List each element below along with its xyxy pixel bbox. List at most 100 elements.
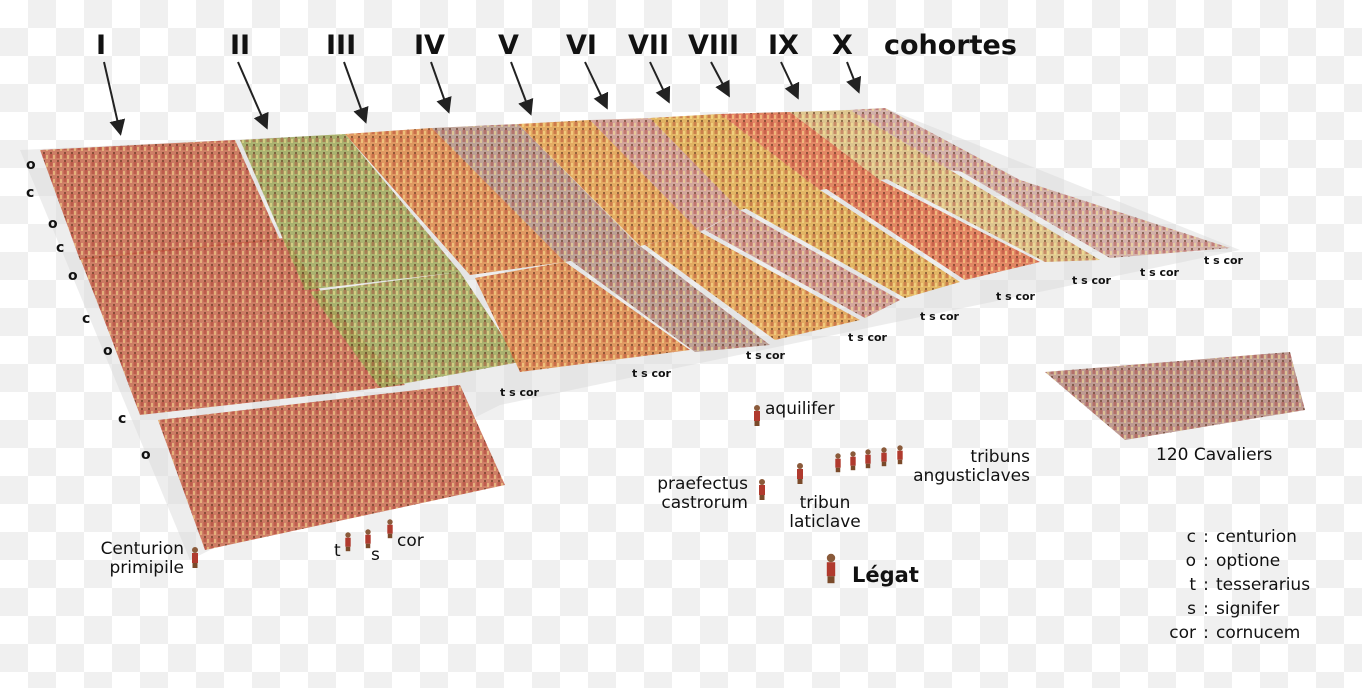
tribuns-line1: tribuns: [880, 448, 1030, 467]
signifer-figure-head: [365, 529, 370, 534]
tribun-laticlave-label: tribun laticlave: [780, 494, 870, 532]
praefectus-line2: castrorum: [628, 494, 748, 513]
legat-figure-body: [827, 562, 835, 576]
praefectus-figure-legs: [760, 495, 765, 500]
tribun-angusticlave-figure-3-legs: [866, 464, 871, 469]
tesserarius-figure-head: [345, 532, 350, 537]
signal-group-6: t s cor: [920, 310, 959, 323]
cohort-arrow-8: [711, 62, 728, 94]
signal-cornucem-label: cor: [397, 532, 424, 551]
cohort-numeral-6: VI: [566, 32, 597, 59]
cohort-arrow-6: [585, 62, 606, 106]
praefectus-figure: [759, 479, 765, 500]
tribun-angusticlave-figure-3-head: [865, 449, 870, 454]
rank-optione-4: o: [103, 343, 113, 359]
legend-sep: :: [1196, 575, 1216, 595]
signal-group-2: t s cor: [500, 386, 539, 399]
rank-optione-1: o: [26, 157, 36, 173]
cohort-arrow-4: [431, 62, 448, 110]
legend-row-cor: cor:cornucem: [1150, 623, 1300, 643]
cohort-numeral-1: I: [96, 32, 106, 59]
praefectus-line1: praefectus: [628, 475, 748, 494]
cornucem-figure: [387, 519, 392, 538]
legend-sep: :: [1196, 527, 1216, 547]
praefectus-figure-head: [759, 479, 765, 485]
signal-group-9: t s cor: [1140, 266, 1179, 279]
centurion-primipile-line1: Centurion: [78, 540, 184, 559]
aquilifer-figure-body: [754, 411, 760, 421]
rank-centurion-1: c: [26, 185, 34, 201]
signifer-figure-legs: [366, 544, 371, 549]
legend-row-o: o:optione: [1150, 551, 1280, 571]
cornucem-figure-legs: [388, 534, 393, 539]
tribun-angusticlave-figure-2-legs: [851, 466, 856, 471]
cohort-numeral-4: IV: [414, 32, 445, 59]
rank-optione-5: o: [141, 447, 151, 463]
cavalry-texture: [1045, 352, 1305, 440]
tribun-angusticlave-figure-3: [865, 449, 870, 468]
signal-group-5: t s cor: [848, 331, 887, 344]
rank-optione-3: o: [68, 268, 78, 284]
signal-group-7: t s cor: [996, 290, 1035, 303]
signal-group-8: t s cor: [1072, 274, 1111, 287]
legat-label: Légat: [852, 563, 919, 587]
aquilifer-figure: [754, 405, 760, 426]
cohort-numeral-7: VII: [628, 32, 669, 59]
legend-key: s: [1150, 599, 1196, 619]
cavalry-label: 120 Cavaliers: [1156, 446, 1272, 465]
cohort-numeral-3: III: [326, 32, 356, 59]
legat-figure: [827, 554, 835, 583]
tribuns-line2: angusticlaves: [880, 467, 1030, 486]
tribun-angusticlave-figure-2-body: [850, 457, 855, 466]
tribun-angusticlave-figure-2: [850, 451, 855, 470]
legend-value: cornucem: [1216, 623, 1300, 643]
tribun-line2: laticlave: [780, 513, 870, 532]
legend-value: centurion: [1216, 527, 1297, 547]
cohort-arrow-5: [511, 62, 530, 112]
legend-row-t: t:tesserarius: [1150, 575, 1310, 595]
signal-tesserarius-label: t: [334, 542, 341, 561]
cohort-arrow-10: [847, 62, 858, 90]
tribuns-angusticlaves-label: tribuns angusticlaves: [880, 448, 1030, 486]
legend-row-c: c:centurion: [1150, 527, 1297, 547]
cohort-arrow-2: [238, 62, 266, 126]
signal-group-3: t s cor: [632, 367, 671, 380]
centurion-primipile-figure-head: [192, 547, 198, 553]
tribun-line1: tribun: [780, 494, 870, 513]
signal-group-10: t s cor: [1204, 254, 1243, 267]
cohort-numeral-2: II: [230, 32, 250, 59]
legend-key: o: [1150, 551, 1196, 571]
cornucem-figure-head: [387, 519, 392, 524]
cohort-numeral-8: VIII: [688, 32, 739, 59]
legend-value: optione: [1216, 551, 1280, 571]
legend-key: c: [1150, 527, 1196, 547]
cohortes-label: cohortes: [884, 32, 1017, 59]
centurion-primipile-line2: primipile: [78, 559, 184, 578]
tribun-laticlave-figure-body: [797, 469, 803, 479]
tribun-angusticlave-figure-3-body: [865, 455, 870, 464]
tribun-angusticlave-figure-1: [835, 453, 840, 472]
cornucem-figure-body: [387, 525, 392, 534]
cohort-arrow-1: [104, 62, 120, 132]
tribun-angusticlave-figure-1-legs: [836, 468, 841, 473]
tribun-laticlave-figure-head: [797, 463, 803, 469]
cohort-numeral-9: IX: [768, 32, 799, 59]
centurion-primipile-figure-body: [192, 553, 198, 563]
legend-value: signifer: [1216, 599, 1279, 619]
tribun-laticlave-figure-legs: [798, 479, 803, 484]
rank-optione-2: o: [48, 216, 58, 232]
tribun-laticlave-figure: [797, 463, 803, 484]
cohort-arrow-9: [781, 62, 797, 96]
centurion-primipile-figure-legs: [193, 563, 198, 568]
legend-key: t: [1150, 575, 1196, 595]
centurion-primipile-figure: [192, 547, 198, 568]
tesserarius-figure: [345, 532, 350, 551]
aquilifer-figure-legs: [755, 421, 760, 426]
cohort-arrow-3: [344, 62, 365, 120]
cohort-arrow-7: [650, 62, 668, 100]
legat-figure-legs: [828, 576, 835, 583]
legend-sep: :: [1196, 551, 1216, 571]
tesserarius-figure-legs: [346, 547, 351, 552]
signifer-figure: [365, 529, 370, 548]
legat-figure-head: [827, 554, 835, 562]
